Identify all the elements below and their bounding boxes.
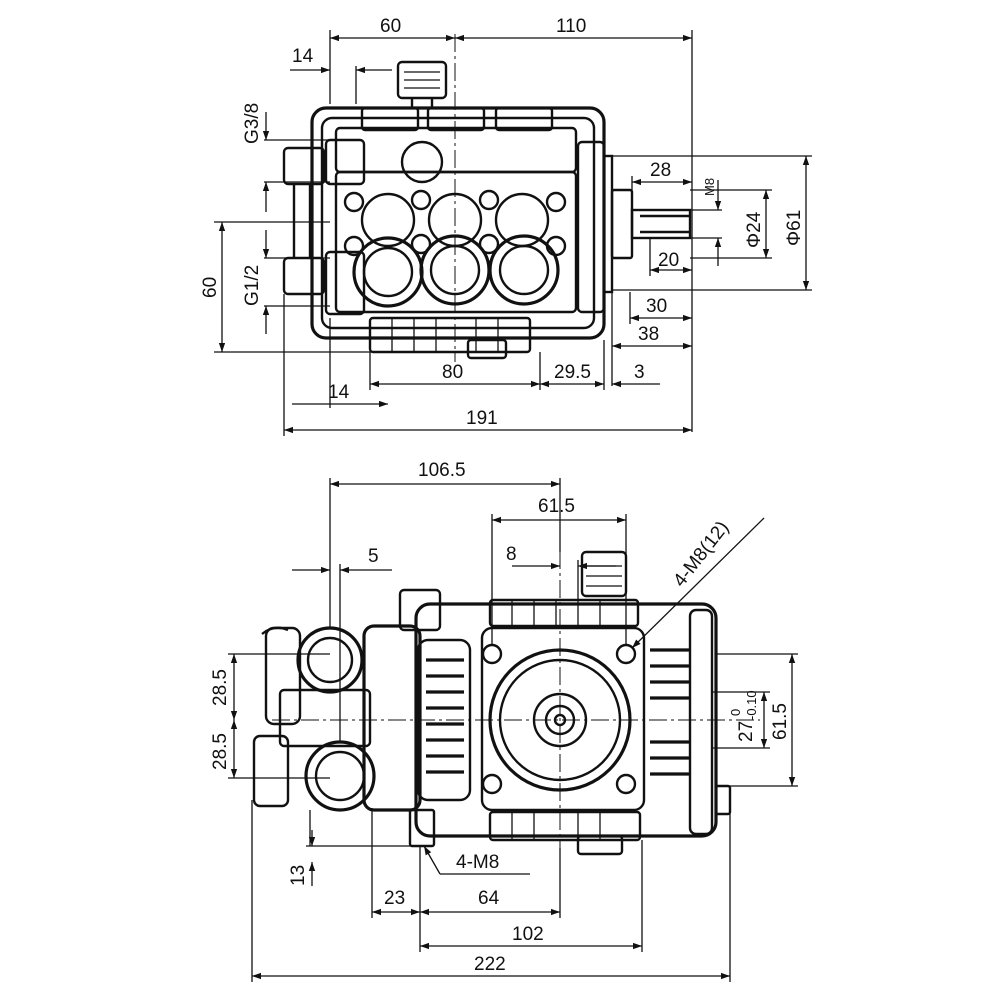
- dim-61-5-right: 61.5: [770, 703, 791, 740]
- dim-bottom-14: 14: [328, 382, 350, 403]
- dim-g38: G3/8: [242, 103, 263, 144]
- dim-23: 23: [384, 888, 405, 909]
- dim-191: 191: [466, 408, 498, 429]
- dim-phi24: Φ24: [744, 211, 765, 248]
- dim-28-5-upper: 28.5: [210, 669, 231, 706]
- top-view-pump-body: [282, 34, 692, 362]
- dim-102: 102: [512, 924, 544, 945]
- dim-3: 3: [634, 362, 645, 383]
- dim-20: 20: [658, 250, 679, 271]
- dim-61-5-top: 61.5: [538, 496, 575, 517]
- dim-13: 13: [288, 865, 309, 886]
- dim-g12: G1/2: [242, 265, 263, 306]
- dim-27-lower-tol: -0.10: [744, 690, 759, 720]
- dim-29-5: 29.5: [554, 362, 591, 383]
- dim-64: 64: [478, 888, 500, 909]
- dim-28: 28: [650, 160, 671, 181]
- dim-30: 30: [646, 296, 667, 317]
- dim-top-14: 14: [292, 46, 314, 67]
- dim-m8: M8: [702, 178, 717, 196]
- dim-28-5-lower: 28.5: [210, 733, 231, 770]
- dim-phi61: Φ61: [784, 210, 805, 246]
- dim-top-110: 110: [556, 16, 586, 37]
- dim-27-upper-tol: 0: [728, 709, 743, 716]
- top-view: 60 110 14 G3/8 60 G1/2 Φ61 Φ24: [200, 16, 812, 436]
- dim-5: 5: [368, 546, 379, 567]
- bottom-view: 106.5 61.5 5 8 4-M8(12) 28.5 28.5 27 0 -…: [210, 460, 798, 982]
- dim-38: 38: [638, 324, 659, 345]
- dim-27: 27: [736, 721, 757, 742]
- dim-106-5: 106.5: [418, 460, 466, 481]
- dim-top-60: 60: [380, 16, 401, 37]
- dim-left-60: 60: [200, 277, 221, 298]
- note-4-m8: 4-M8: [456, 852, 499, 873]
- dim-80: 80: [442, 362, 463, 383]
- dim-8: 8: [506, 544, 517, 565]
- dim-222: 222: [474, 954, 506, 975]
